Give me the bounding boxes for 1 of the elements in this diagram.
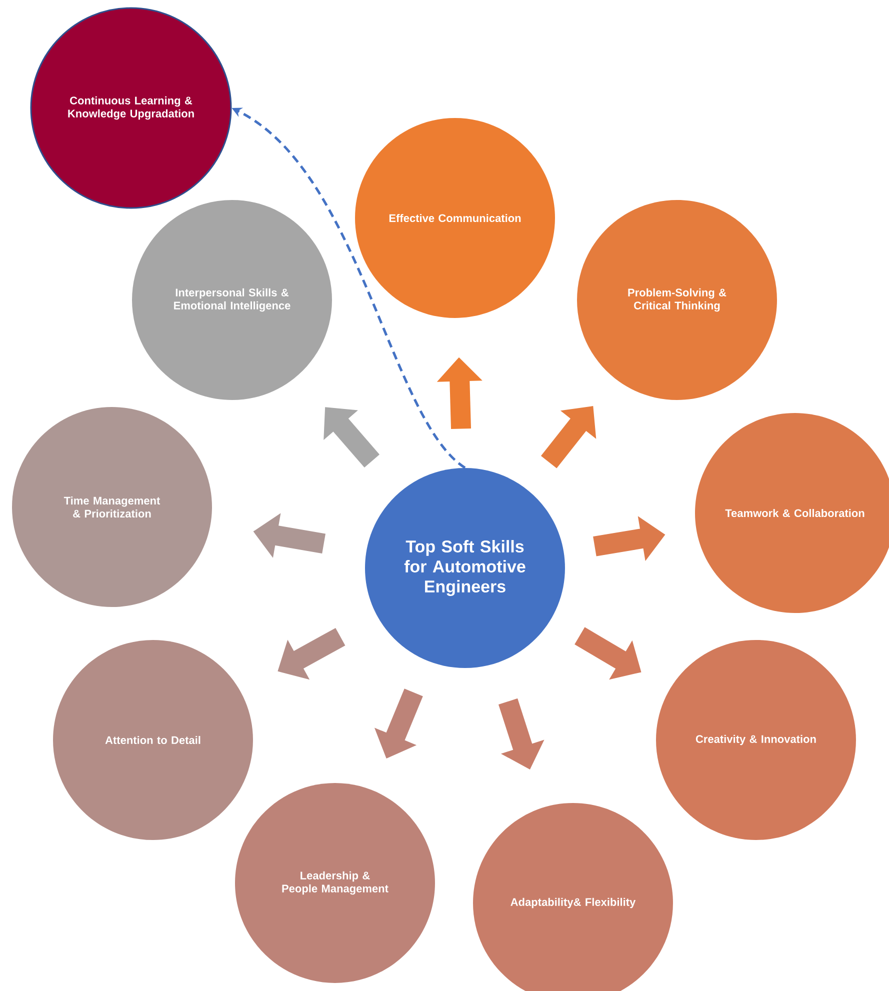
block-arrow: [324, 407, 380, 468]
